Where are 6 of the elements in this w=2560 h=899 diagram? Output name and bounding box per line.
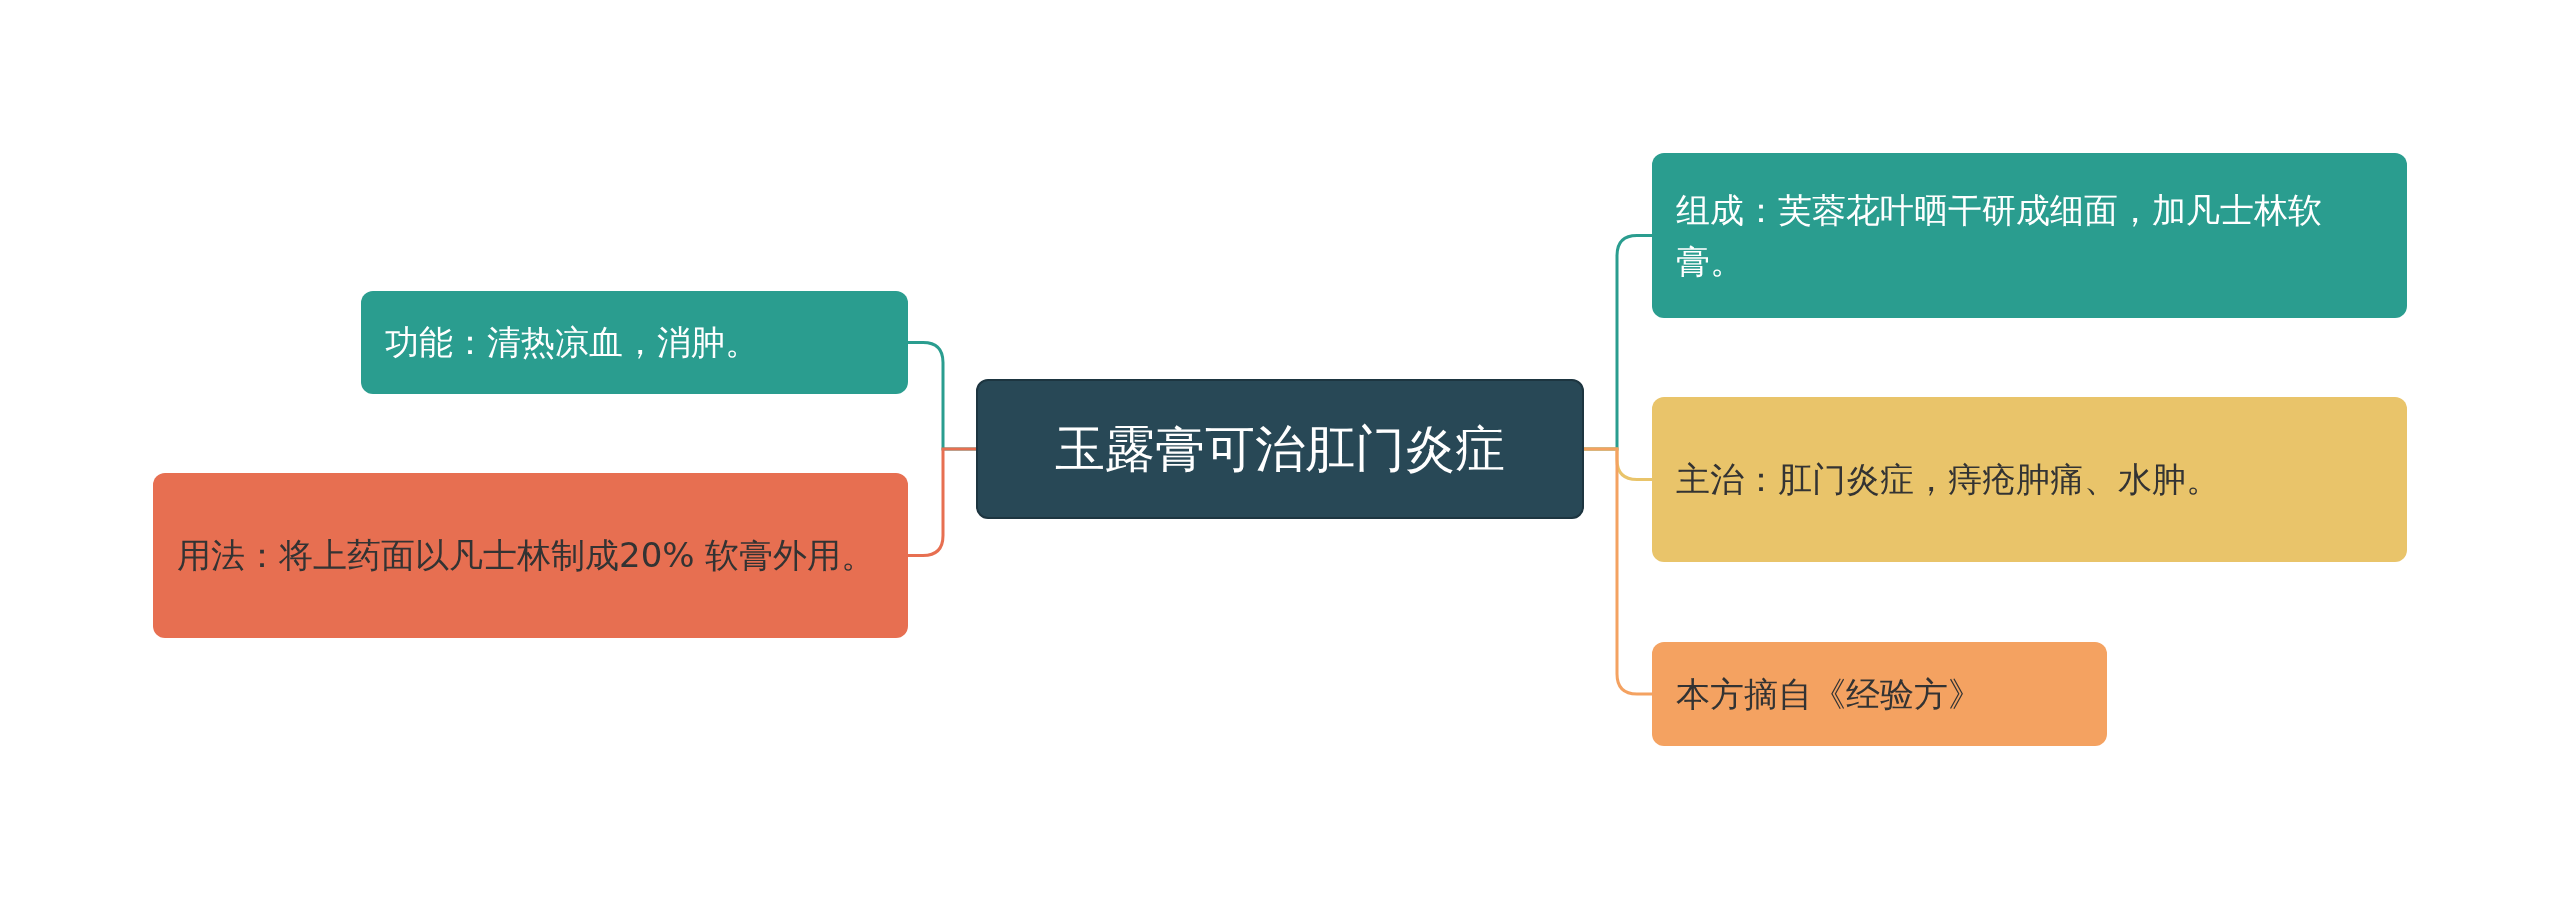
topic-box: 主治：肛门炎症，痔疮肿痛、水肿。 (1652, 397, 2407, 562)
topic-box: 用法：将上药面以凡士林制成20% 软膏外用。 (153, 473, 908, 638)
topic-box: 本方摘自《经验方》 (1652, 642, 2107, 746)
topic-box: 组成：芙蓉花叶晒干研成细面，加凡士林软膏。 (1652, 153, 2407, 318)
central-topic-box: 玉露膏可治肛门炎症 (976, 379, 1584, 519)
topic-box: 功能：清热凉血，消肿。 (361, 291, 908, 394)
